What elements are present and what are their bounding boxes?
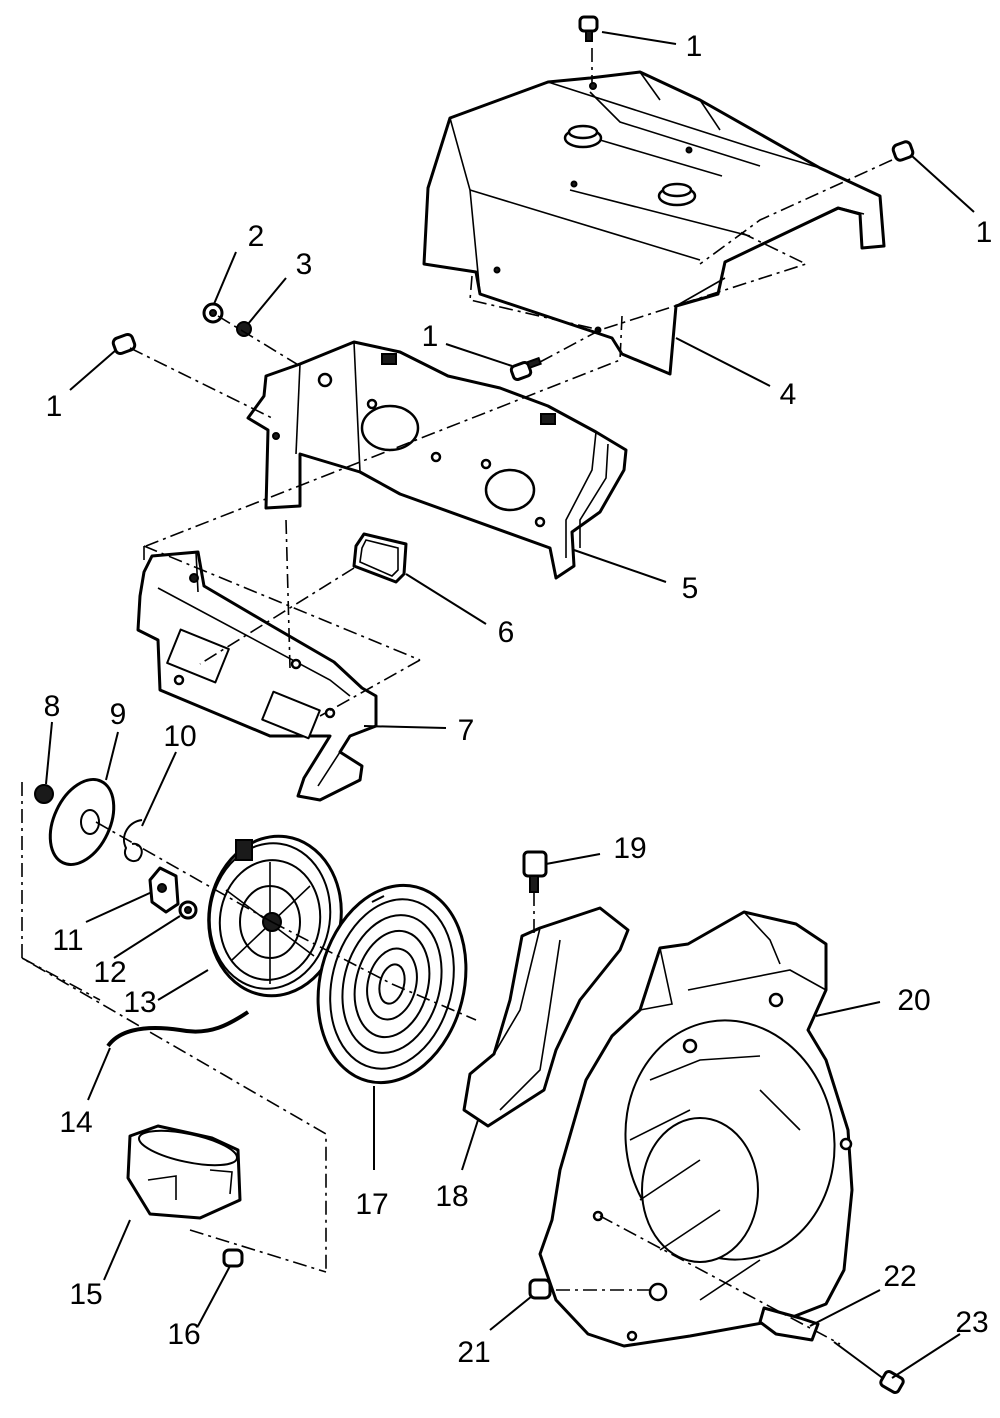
callout-22: 22 — [883, 1260, 916, 1293]
baffle-port — [484, 468, 536, 512]
callout-13: 13 — [123, 986, 156, 1019]
part-16-screw — [222, 1248, 244, 1268]
callout-7: 7 — [458, 714, 475, 747]
part-2-nut — [202, 302, 224, 324]
part-13-recoil-pulley — [207, 834, 343, 998]
part-4-top-shroud — [422, 70, 886, 376]
part-1-screw-left — [111, 332, 137, 356]
part-14-starter-rope — [106, 1010, 250, 1048]
callout-9: 9 — [110, 698, 127, 731]
part-21-nut — [528, 1278, 552, 1300]
part-19-screw — [522, 850, 548, 893]
part-1-screw-top — [578, 15, 599, 42]
part-9-pulley-plate — [48, 778, 116, 866]
callout-20: 20 — [897, 984, 930, 1017]
callout-2: 2 — [248, 220, 265, 253]
callout-21: 21 — [457, 1336, 490, 1369]
part-7-bracket — [136, 550, 378, 802]
callout-4: 4 — [780, 378, 797, 411]
callout-1: 1 — [976, 216, 993, 249]
callout-11: 11 — [52, 924, 83, 957]
callout-18: 18 — [435, 1180, 468, 1213]
callout-1: 1 — [422, 320, 439, 353]
part-5-baffle — [246, 340, 628, 580]
part-3-washer — [236, 321, 252, 337]
assembly-lines — [21, 48, 893, 1345]
callout-23: 23 — [955, 1306, 988, 1339]
callout-14: 14 — [59, 1106, 92, 1139]
part-20-blower-housing — [538, 910, 854, 1348]
part-11-pawl — [148, 866, 180, 914]
part-6-gasket — [352, 532, 408, 584]
leader-lines — [45, 31, 975, 1379]
part-23-bolt — [833, 1341, 905, 1394]
part-8-nut — [34, 784, 54, 804]
part-1-screw-middle — [509, 356, 542, 382]
part-18-housing-bracket — [462, 906, 630, 1128]
part-1-screw-right — [891, 140, 915, 162]
callout-8: 8 — [44, 690, 61, 723]
part-22-clip — [758, 1306, 820, 1342]
callout-16: 16 — [167, 1318, 200, 1351]
callout-1: 1 — [46, 390, 63, 423]
part-15-ratchet-cup — [126, 1124, 242, 1220]
part-12-spring — [178, 900, 198, 920]
callout-19: 19 — [613, 832, 646, 865]
callout-3: 3 — [296, 248, 313, 281]
callout-6: 6 — [498, 616, 515, 649]
callout-1: 1 — [686, 30, 703, 63]
callout-15: 15 — [69, 1278, 102, 1311]
callout-10: 10 — [163, 720, 196, 753]
part-10-spring-clip — [123, 819, 143, 862]
callout-5: 5 — [682, 572, 699, 605]
callout-17: 17 — [355, 1188, 388, 1221]
callout-labels: 1 1 1 1 2 3 4 5 6 7 8 9 10 11 12 13 14 1… — [44, 30, 993, 1369]
callout-12: 12 — [93, 956, 126, 989]
